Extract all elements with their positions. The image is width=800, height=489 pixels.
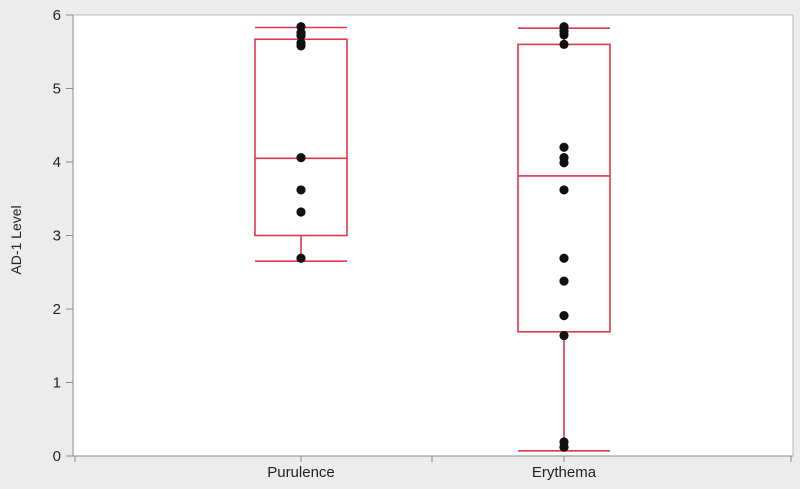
data-point (559, 442, 569, 452)
data-point (559, 142, 569, 152)
data-point (559, 253, 569, 263)
data-point (296, 30, 306, 41)
data-point (559, 185, 569, 195)
data-point (559, 311, 569, 321)
plot-layer (254, 22, 611, 452)
x-tick-label: Purulence (267, 464, 335, 481)
data-point (559, 30, 569, 40)
x-tick-label: Erythema (532, 464, 597, 481)
data-point (559, 276, 569, 286)
data-point (296, 152, 306, 163)
y-tick-label: 1 (53, 375, 61, 392)
data-point (296, 253, 306, 263)
box-group-erythema (517, 22, 611, 452)
plot-area (73, 15, 793, 456)
data-point (559, 39, 569, 50)
y-tick-label: 3 (53, 228, 61, 245)
y-tick-label: 5 (53, 81, 61, 98)
y-tick-label: 0 (53, 448, 61, 465)
y-tick-label: 2 (53, 301, 61, 318)
box-group-purulence (254, 22, 348, 263)
data-point (296, 207, 306, 217)
data-point (559, 158, 569, 168)
y-axis-label: AD-1 Level (8, 205, 24, 274)
data-point (559, 330, 569, 341)
data-point (296, 185, 306, 195)
y-tick-label: 6 (53, 7, 61, 24)
y-tick-label: 4 (53, 154, 61, 171)
data-point (296, 41, 306, 51)
